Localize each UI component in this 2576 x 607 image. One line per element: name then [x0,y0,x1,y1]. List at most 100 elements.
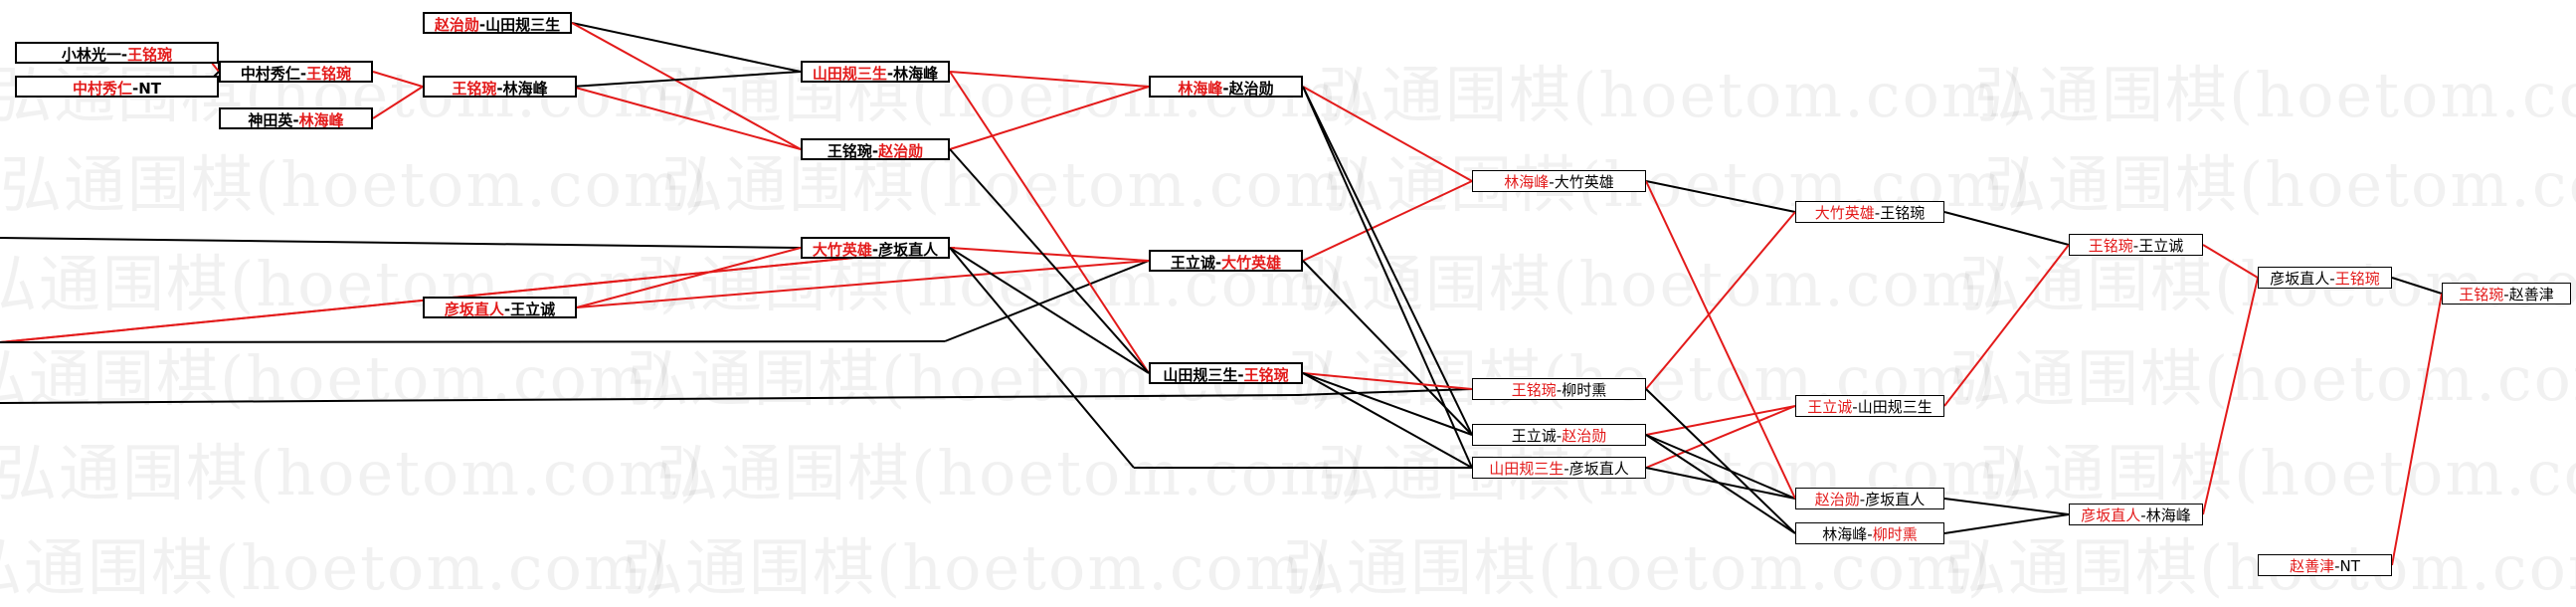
player-b-name: 王铭琬 [306,65,352,83]
winner-path-line [372,86,424,119]
player-b-name: 赵善津 [2508,286,2554,304]
player-b-name: 大竹英雄 [1221,254,1282,272]
player-a-name: 神田英 [248,111,293,129]
match-separator: - [292,111,299,129]
player-b-name: 大竹英雄 [1554,173,1614,191]
winner-path-line [1645,405,1796,469]
player-b-name: 王立诚 [510,301,556,318]
match-node[interactable]: 林海峰-大竹英雄 [1472,170,1646,192]
match-node[interactable]: 王立诚-赵治勋 [1472,424,1646,446]
player-a-name: 中村秀仁 [72,80,132,98]
winner-path-line [2202,277,2259,515]
bracket-line [571,22,802,73]
match-node[interactable]: 山田规三生-彦坂直人 [1472,457,1646,479]
player-a-name: 赵善津 [2290,557,2335,575]
player-b-name: 彦坂直人 [1568,460,1629,478]
match-separator: - [131,80,139,98]
bracket-line [1645,180,1796,213]
match-node[interactable]: 赵治勋-彦坂直人 [1795,488,1944,509]
match-node[interactable]: 林海峰-赵治勋 [1149,76,1303,98]
tournament-bracket: 弘通围棋(hoetom.com)弘通围棋(hoetom.com)弘通围棋(hoe… [0,12,2576,604]
match-node[interactable]: 林海峰-柳时熏 [1795,522,1944,544]
player-b-name: 山田规三生 [1857,398,1932,416]
winner-path-line [1943,244,2070,407]
winner-path-line [372,71,424,88]
bracket-line [1943,513,2070,534]
player-b-name: 王铭琬 [1880,204,1926,222]
match-node[interactable]: 赵治勋-山田规三生 [423,12,572,34]
player-a-name: 王立诚 [1511,427,1557,445]
match-node[interactable]: 中村秀仁-王铭琬 [219,61,373,83]
player-a-name: 彦坂直人 [444,301,504,318]
match-separator: - [1874,204,1881,222]
winner-path-line [0,247,956,343]
player-a-name: 王铭琬 [1511,381,1557,399]
match-separator: - [2334,557,2340,575]
winner-path-line [1645,405,1796,436]
match-separator: - [1564,460,1569,478]
match-separator: - [2503,286,2509,304]
match-node[interactable]: 山田规三生-林海峰 [801,61,950,83]
match-node[interactable]: 大竹英雄-彦坂直人 [801,237,950,259]
match-node[interactable]: 彦坂直人-林海峰 [2069,504,2203,525]
bracket-line [949,247,1150,374]
bracket-line [1302,86,1473,469]
bracket-line [1297,388,1473,396]
player-a-name: 林海峰 [1178,80,1223,98]
match-node[interactable]: 王铭琬-柳时熏 [1472,378,1646,400]
match-separator: - [1556,427,1563,445]
match-separator: - [496,80,503,98]
player-a-name: 王铭琬 [452,80,497,98]
winner-path-line [576,260,1150,308]
match-separator: - [1867,525,1873,543]
player-b-name: 林海峰 [2145,506,2191,524]
winner-path-line [949,71,1150,88]
winner-path-line [571,86,802,150]
player-a-name: 王铭琬 [2088,237,2133,255]
match-separator: - [2329,270,2335,288]
winner-path-line [949,247,1150,262]
player-b-name: 王铭琬 [2334,270,2380,288]
match-node[interactable]: 神田英-林海峰 [219,107,373,129]
match-separator: - [120,46,128,64]
player-a-name: 王铭琬 [2459,286,2504,304]
match-node[interactable]: 王铭琬-林海峰 [423,76,577,98]
player-a-name: 王立诚 [1807,398,1853,416]
player-b-name: 王立诚 [2138,237,2184,255]
player-a-name: 赵治勋 [1814,491,1860,508]
player-b-name: 柳时熏 [1872,525,1918,543]
bracket-line [0,340,946,343]
bracket-line [1645,388,1796,534]
match-separator: - [2140,506,2146,524]
player-a-name: 彦坂直人 [2270,270,2330,288]
bracket-line [0,237,802,249]
match-node[interactable]: 彦坂直人-王铭琬 [2258,267,2392,289]
match-separator: - [1859,491,1866,508]
match-node[interactable]: 王立诚-大竹英雄 [1149,250,1303,272]
player-b-name: 山田规三生 [485,16,561,34]
player-b-name: 赵治勋 [1228,80,1274,98]
match-node[interactable]: 小林光一-王铭琬 [15,42,219,64]
bracket-line [1645,434,1796,534]
bracket-line [0,394,1299,404]
match-node[interactable]: 大竹英雄-王铭琬 [1795,201,1944,223]
match-node[interactable]: 中村秀仁-NT [15,76,219,98]
player-a-name: 赵治勋 [434,16,479,34]
match-node[interactable]: 王铭琬-赵治勋 [801,138,950,160]
bracket-line [949,148,1150,374]
match-node[interactable]: 王立诚-山田规三生 [1795,395,1944,417]
match-separator: - [1214,254,1222,272]
player-b-name: NT [2339,557,2360,575]
match-node[interactable]: 彦坂直人-王立诚 [423,297,577,318]
winner-path-line [571,22,802,150]
player-a-name: 林海峰 [1504,173,1550,191]
winner-path-line [576,247,802,308]
match-separator: - [1852,398,1858,416]
match-node[interactable]: 王铭琬-王立诚 [2069,234,2203,256]
bracket-line [1645,434,1796,500]
match-node[interactable]: 王铭琬-赵善津 [2442,283,2571,304]
match-node[interactable]: 山田规三生-王铭琬 [1149,362,1303,384]
match-node[interactable]: 赵善津-NT [2258,554,2392,576]
bracket-line [1943,498,2070,515]
player-a-name: 王铭琬 [827,142,872,160]
